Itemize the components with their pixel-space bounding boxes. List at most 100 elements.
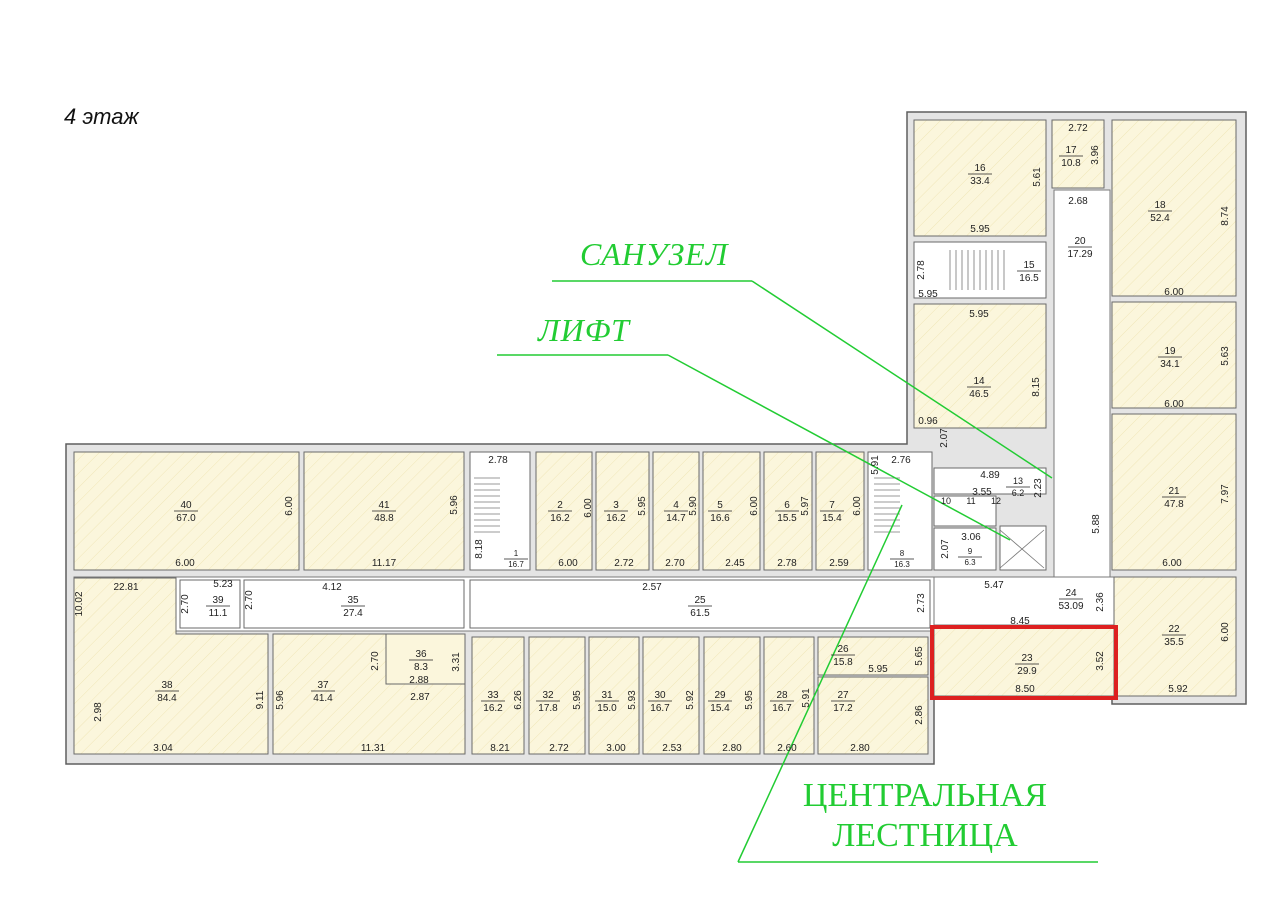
dimension-label: 5.92 xyxy=(1168,684,1188,695)
room-area: 15.8 xyxy=(833,657,853,668)
dimension-label: 7.97 xyxy=(1220,484,1231,504)
dimension-label: 5.95 xyxy=(868,664,888,675)
room-21 xyxy=(1111,413,1237,571)
dimension-label: 2.70 xyxy=(244,590,255,610)
dimension-label: 9.11 xyxy=(255,690,266,709)
room-area: 15.5 xyxy=(777,513,797,524)
callout-stair-line1: ЦЕНТРАЛЬНАЯ xyxy=(802,777,1048,814)
room-area: 16.3 xyxy=(894,560,910,569)
dimension-label: 5.90 xyxy=(688,496,699,516)
dimension-label: 2.87 xyxy=(410,692,430,703)
dimension-label: 2.45 xyxy=(725,558,745,569)
room-number: 26 xyxy=(837,644,849,655)
room-area: 46.5 xyxy=(969,389,989,400)
dimension-label: 6.00 xyxy=(583,498,594,518)
dimension-label: 3.96 xyxy=(1090,145,1101,165)
room-38 xyxy=(73,577,269,755)
room-number: 4 xyxy=(673,500,679,511)
room-area: 67.0 xyxy=(176,513,196,524)
room-35 xyxy=(243,579,465,629)
dimension-label: 5.96 xyxy=(449,495,460,515)
room-labels: 116.7216.2316.2414.7516.6615.5715.4816.3… xyxy=(155,145,1186,714)
room-label-41: 41 48.8 xyxy=(372,500,396,524)
room-number: 11 xyxy=(966,496,975,506)
room-area: 6.2 xyxy=(1012,488,1025,498)
room-number: 6 xyxy=(784,500,790,511)
room-number: 41 xyxy=(378,500,390,511)
room-area: 16.5 xyxy=(1019,273,1039,284)
dimension-label: 5.91 xyxy=(801,688,812,708)
dimension-label: 2.98 xyxy=(93,702,104,722)
room-area: 29.9 xyxy=(1017,666,1037,677)
dimension-label: 10.02 xyxy=(74,591,85,616)
dimension-label: 0.96 xyxy=(918,416,938,427)
room-label-5: 516.6 xyxy=(708,500,732,524)
dimension-label: 2.78 xyxy=(916,260,927,280)
room-area: 17.2 xyxy=(833,703,853,714)
room-number: 14 xyxy=(973,376,985,387)
room-number: 37 xyxy=(317,680,329,691)
dimension-label: 8.21 xyxy=(490,743,510,754)
dimension-label: 11.31 xyxy=(361,743,386,754)
room-label-11: 11 xyxy=(966,496,975,506)
room-label-3: 316.2 xyxy=(604,500,628,524)
callout-stair-line2: ЛЕСТНИЦА xyxy=(832,817,1018,854)
room-number: 1 xyxy=(514,549,519,558)
room-stair-1 xyxy=(469,451,531,571)
room-number: 5 xyxy=(717,500,723,511)
dimension-label: 2.88 xyxy=(409,675,429,686)
room-number: 23 xyxy=(1021,653,1033,664)
room-9 xyxy=(933,527,997,571)
callout-lift: ЛИФТ xyxy=(538,312,630,348)
room-number: 35 xyxy=(347,595,359,606)
room-area: 8.3 xyxy=(414,662,428,673)
dimension-label: 8.45 xyxy=(1010,616,1030,627)
room-area: 48.8 xyxy=(374,513,394,524)
room-label-16: 16 33.4 xyxy=(968,163,992,187)
room-area: 15.4 xyxy=(710,703,730,714)
room-number: 12 xyxy=(991,496,1001,506)
dimension-label: 6.26 xyxy=(513,690,524,710)
dimension-label: 2.72 xyxy=(614,558,634,569)
room-area: 17.8 xyxy=(538,703,558,714)
dimension-label: 5.93 xyxy=(627,690,638,710)
room-area: 33.4 xyxy=(970,176,990,187)
dimension-label: 2.07 xyxy=(939,428,950,448)
room-area: 27.4 xyxy=(343,608,363,619)
room-number: 31 xyxy=(601,690,613,701)
dimension-label: 5.91 xyxy=(870,455,881,475)
room-17 xyxy=(1051,119,1105,189)
room-label-10: 10 xyxy=(941,496,951,506)
room-label-35: 35 27.4 xyxy=(341,595,365,619)
dimension-label: 5.65 xyxy=(914,646,925,666)
room-18 xyxy=(1111,119,1237,297)
dimension-label: 2.53 xyxy=(662,743,682,754)
room-number: 33 xyxy=(487,690,499,701)
floor-title: 4 этаж xyxy=(64,104,139,129)
room-number: 16 xyxy=(974,163,986,174)
room-area: 53.09 xyxy=(1058,601,1083,612)
room-number: 20 xyxy=(1074,236,1086,247)
room-number: 28 xyxy=(776,690,788,701)
dimension-label: 3.52 xyxy=(1095,651,1106,671)
room-toilets xyxy=(933,495,997,527)
room-label-22: 22 35.5 xyxy=(1162,624,1186,648)
dimension-label: 5.47 xyxy=(984,580,1004,591)
room-19 xyxy=(1111,301,1237,409)
dimension-label: 2.70 xyxy=(370,651,381,671)
room-36 xyxy=(385,633,466,685)
room-number: 36 xyxy=(415,649,427,660)
room-number: 25 xyxy=(694,595,706,606)
room-label-7: 715.4 xyxy=(820,500,844,524)
room-number: 22 xyxy=(1168,624,1180,635)
room-area: 35.5 xyxy=(1164,637,1184,648)
room-area: 16.6 xyxy=(710,513,730,524)
